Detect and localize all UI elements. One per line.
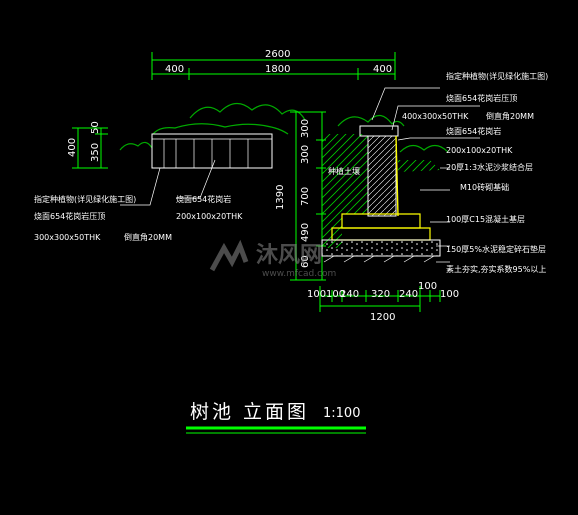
dim-top-mid: 1800: [265, 64, 290, 75]
dim-top-right: 400: [373, 64, 392, 75]
dim-bottom-seg-2: 240: [340, 289, 359, 300]
dim-vert-total: 1390: [275, 185, 286, 210]
label-left-chamfer: 倒直角20MM: [124, 232, 172, 242]
dim-bottom-seg-6: 100: [440, 289, 459, 300]
label-right-soil: 素土夯实,夯实系数95%以上: [446, 264, 546, 274]
label-right-stone-top-chamfer: 倒直角20MM: [486, 111, 534, 121]
top-dimension-chain: [151, 52, 396, 80]
label-right-c15: 100厚C15混凝土基层: [446, 214, 525, 224]
watermark-logo-icon: [209, 239, 249, 272]
label-right-brick: M10砖砌基础: [460, 182, 509, 192]
dim-vert-a: 300: [300, 119, 311, 138]
label-right-gravel: 150厚5%水泥稳定碎石垫层: [446, 244, 546, 254]
drawing-scale: 1:100: [323, 406, 360, 421]
watermark: 沐风网 www.mfcad.com: [209, 239, 336, 279]
label-right-stone-top: 烧面654花岗岩压顶: [446, 93, 517, 103]
bottom-dim-texts: 100 100 240 320 240 100 100: [307, 281, 459, 300]
dim-top-overall: 2600: [265, 49, 290, 60]
dim-bottom-seg-1: 100: [326, 289, 345, 300]
label-right-mortar: 20厚1:3水泥沙浆结合层: [446, 162, 533, 172]
drawing-title: 树池 立面图: [190, 401, 309, 423]
dim-vert-small: 60: [300, 255, 311, 268]
dim-vert-b: 300: [300, 145, 311, 164]
label-right-stone-top-size: 400x300x50THK: [402, 112, 469, 121]
label-left-stone-top: 烧面654花岗岩压顶: [34, 211, 105, 221]
watermark-brand: 沐风网: [256, 243, 322, 268]
label-right-plant: 指定种植物(详见绿化施工图): [446, 71, 548, 81]
bottom-dimension-chain: [319, 286, 441, 312]
dim-bottom-seg-3: 320: [371, 289, 390, 300]
label-planting-soil: 种植土壤: [328, 166, 360, 176]
left-planter-elevation: [119, 102, 306, 169]
watermark-url: www.mfcad.com: [262, 269, 336, 279]
label-left-stone-top-size: 300x300x50THK: [34, 233, 101, 242]
dim-top-left: 400: [165, 64, 184, 75]
dim-bottom-seg-4: 240: [399, 289, 418, 300]
dim-bottom-seg-5: 100: [418, 281, 437, 292]
dim-bottom-seg-0: 100: [307, 289, 326, 300]
label-mid-stone-size: 200x100x20THK: [176, 212, 243, 221]
left-dimension-chain: [72, 127, 108, 169]
dim-vert-c: 700: [300, 187, 311, 206]
left-leaders: [120, 159, 216, 206]
dim-left-outer: 400: [67, 138, 78, 157]
label-right-stone-face: 烧面654花岗岩: [446, 126, 501, 136]
dim-left-inner-top: 50: [90, 121, 101, 134]
dim-bottom-total: 1200: [370, 312, 395, 323]
label-right-stone-face-size: 200x100x20THK: [446, 146, 513, 155]
label-left-plant: 指定种植物(详见绿化施工图): [34, 194, 136, 204]
dim-vert-d: 490: [300, 223, 311, 242]
planter-section: 种植土壤: [321, 114, 449, 263]
right-leaders: [371, 87, 480, 263]
label-mid-stone: 烧面654花岗岩: [176, 194, 231, 204]
dim-left-inner-bottom: 350: [90, 143, 101, 162]
